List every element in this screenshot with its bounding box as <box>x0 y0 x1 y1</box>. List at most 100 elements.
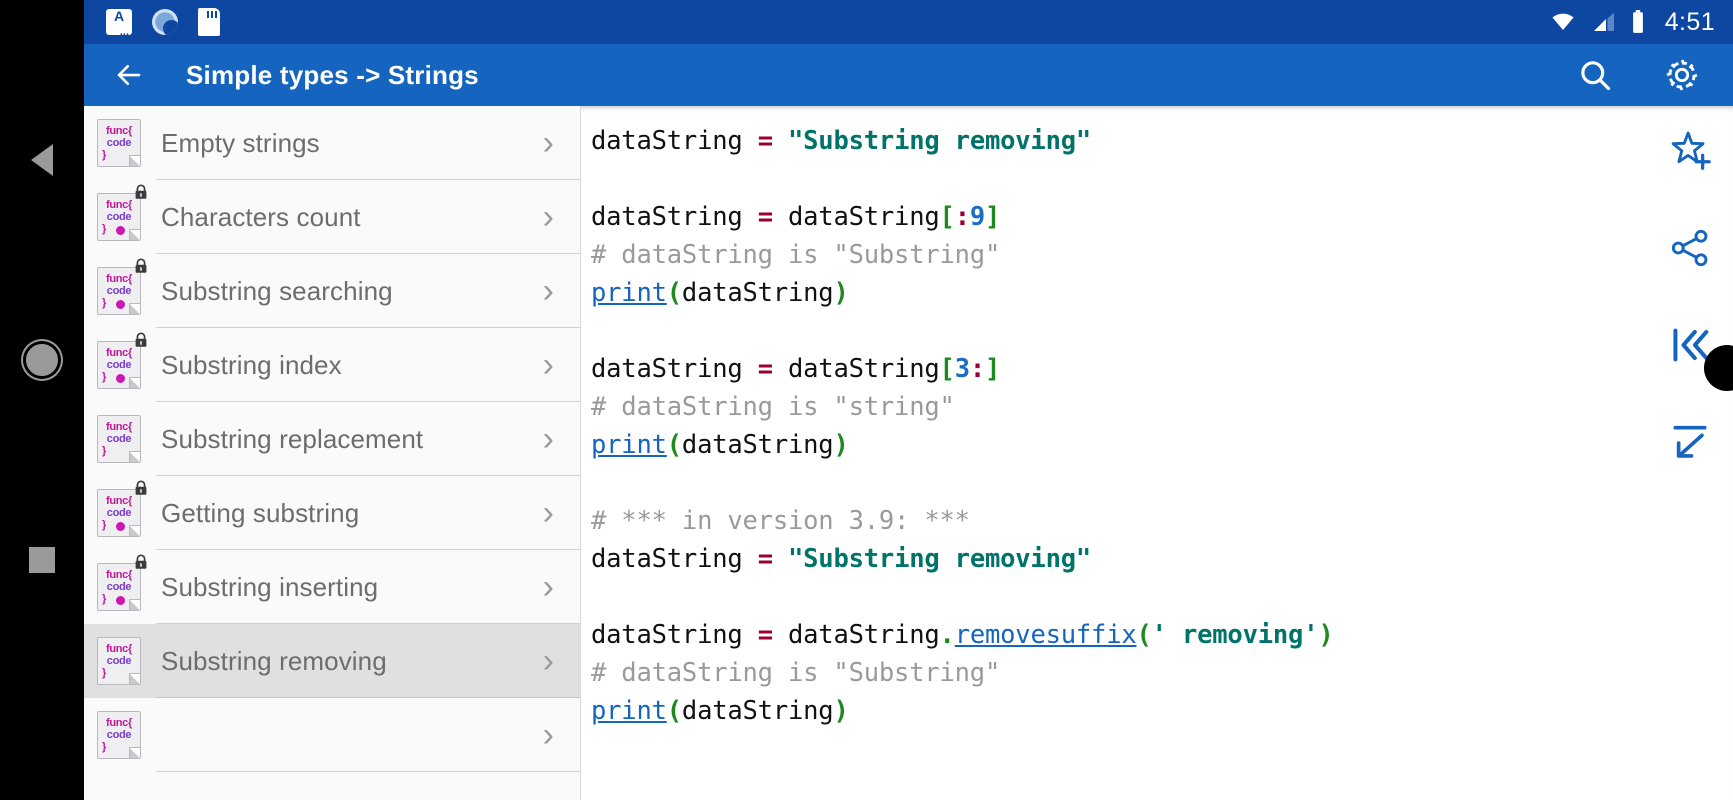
topic-list-item-label: Empty strings <box>161 127 320 158</box>
code-token: dataString <box>591 126 758 156</box>
topic-list-item[interactable]: func{code}Getting substring› <box>84 476 580 550</box>
code-token: dataString <box>681 696 834 726</box>
collapse-down-icon[interactable] <box>1668 420 1712 464</box>
list-divider <box>156 697 580 698</box>
android-navigation-bar <box>0 0 84 800</box>
code-token: dataString <box>772 620 940 650</box>
code-file-icon: func{code} <box>97 415 141 463</box>
topic-list-item[interactable]: func{code}Substring inserting› <box>84 550 580 624</box>
code-file-icon-line2: code <box>106 285 132 298</box>
code-file-icon-line3: } <box>102 370 107 383</box>
page-fold-corner <box>129 747 140 758</box>
add-to-favorites-icon[interactable] <box>1667 128 1713 174</box>
chevron-right-icon: › <box>542 716 554 754</box>
action-rail <box>1647 106 1733 800</box>
list-divider <box>156 179 580 180</box>
skip-to-start-icon[interactable] <box>1667 322 1713 368</box>
code-token: dataString <box>772 354 940 384</box>
topic-list-item[interactable]: func{code} Substring index › <box>84 328 580 402</box>
code-token: ] <box>985 202 1001 232</box>
code-file-icon-line1: func{ <box>105 716 132 729</box>
status-bar-system-icons: 4:51 <box>1548 8 1715 37</box>
page-fold-corner <box>129 599 140 610</box>
code-token: [ <box>939 354 955 384</box>
code-token <box>773 126 788 156</box>
code-file-icon: func{code} <box>97 637 141 685</box>
back-triangle-icon <box>31 144 53 176</box>
back-arrow-button[interactable] <box>110 60 148 90</box>
sync-spinner-icon <box>152 9 178 35</box>
code-token: dataString <box>681 278 834 308</box>
code-file-icon: func{code} <box>97 711 141 759</box>
code-token[interactable]: print <box>591 430 667 460</box>
code-viewer[interactable]: dataString = "Substring removing" dataSt… <box>581 106 1733 800</box>
code-file-icon-line3: } <box>102 666 107 679</box>
lock-icon <box>133 258 149 274</box>
code-file-icon-line3: } <box>102 518 107 531</box>
topic-list-item[interactable]: func{code} › <box>84 698 580 772</box>
code-file-icon-line3: } <box>102 444 107 457</box>
code-file-icon-line3: } <box>102 740 107 753</box>
chevron-right-icon: › <box>542 346 554 384</box>
code-token: : <box>969 354 985 384</box>
back-nav-button[interactable] <box>0 130 84 190</box>
chevron-right-icon: › <box>542 198 554 236</box>
main-content: func{code}Empty strings›func{code}Charac… <box>84 106 1733 800</box>
topic-list-item[interactable]: func{code}Empty strings› <box>84 106 580 180</box>
code-token: = <box>757 544 773 574</box>
code-file-icon-line3: } <box>102 222 107 235</box>
code-file-icon-line2: code <box>106 137 132 150</box>
code-token: = <box>757 202 773 232</box>
code-file-icon-line3: } <box>102 148 107 161</box>
code-token <box>773 544 788 574</box>
code-token[interactable]: print <box>591 696 667 726</box>
code-file-icon-line3: } <box>102 296 107 309</box>
code-token: dataString <box>681 430 834 460</box>
code-token[interactable]: print <box>591 278 667 308</box>
code-token: dataString <box>591 544 758 574</box>
sd-card-icon <box>198 8 220 36</box>
status-bar-notifications: A <box>106 8 220 36</box>
lock-icon <box>133 332 149 348</box>
code-token: dataString <box>591 354 758 384</box>
app-viewport: A 4:51 <box>84 0 1733 800</box>
page-fold-corner <box>129 229 140 240</box>
code-file-icon-line1: func{ <box>105 420 132 433</box>
code-token: : <box>954 202 970 232</box>
page-title: Simple types -> Strings <box>186 59 479 90</box>
battery-icon <box>1632 10 1643 33</box>
unread-dot-icon <box>116 226 125 235</box>
page-fold-corner <box>129 451 140 462</box>
recents-nav-button[interactable] <box>0 530 84 590</box>
code-token: 3 <box>954 354 970 384</box>
topic-list-item[interactable]: func{code}Characters count› <box>84 180 580 254</box>
wifi-icon <box>1552 13 1574 30</box>
topic-list[interactable]: func{code}Empty strings›func{code}Charac… <box>84 106 581 800</box>
code-token: ] <box>985 354 1001 384</box>
list-divider <box>156 327 580 328</box>
code-token: dataString <box>591 202 758 232</box>
list-divider <box>156 401 580 402</box>
app-bar: Simple types -> Strings <box>84 44 1733 106</box>
search-icon[interactable] <box>1577 57 1613 93</box>
code-file-icon: func{code} <box>97 332 147 389</box>
code-file-icon-line2: code <box>106 655 132 668</box>
chevron-right-icon: › <box>542 420 554 458</box>
share-icon[interactable] <box>1668 226 1712 270</box>
topic-list-item-label: Substring index <box>161 349 342 380</box>
code-file-icon-line1: func{ <box>105 346 132 359</box>
topic-list-item[interactable]: func{code}Substring removing› <box>84 624 580 698</box>
home-nav-button[interactable] <box>0 330 84 390</box>
topic-list-item[interactable]: func{code} Substring replacement › <box>84 402 580 476</box>
list-divider <box>156 771 580 772</box>
chevron-right-icon: › <box>542 568 554 606</box>
code-token[interactable]: removesuffix <box>954 620 1137 650</box>
code-token: "Substring removing" <box>788 126 1092 156</box>
list-divider <box>156 475 580 476</box>
code-token: dataString <box>772 202 940 232</box>
topic-list-item-label: Substring replacement <box>161 423 424 454</box>
gear-icon[interactable] <box>1663 56 1701 94</box>
code-file-icon-line2: code <box>106 211 132 224</box>
topic-list-item[interactable]: func{code}Substring searching› <box>84 254 580 328</box>
page-fold-corner <box>129 303 140 314</box>
